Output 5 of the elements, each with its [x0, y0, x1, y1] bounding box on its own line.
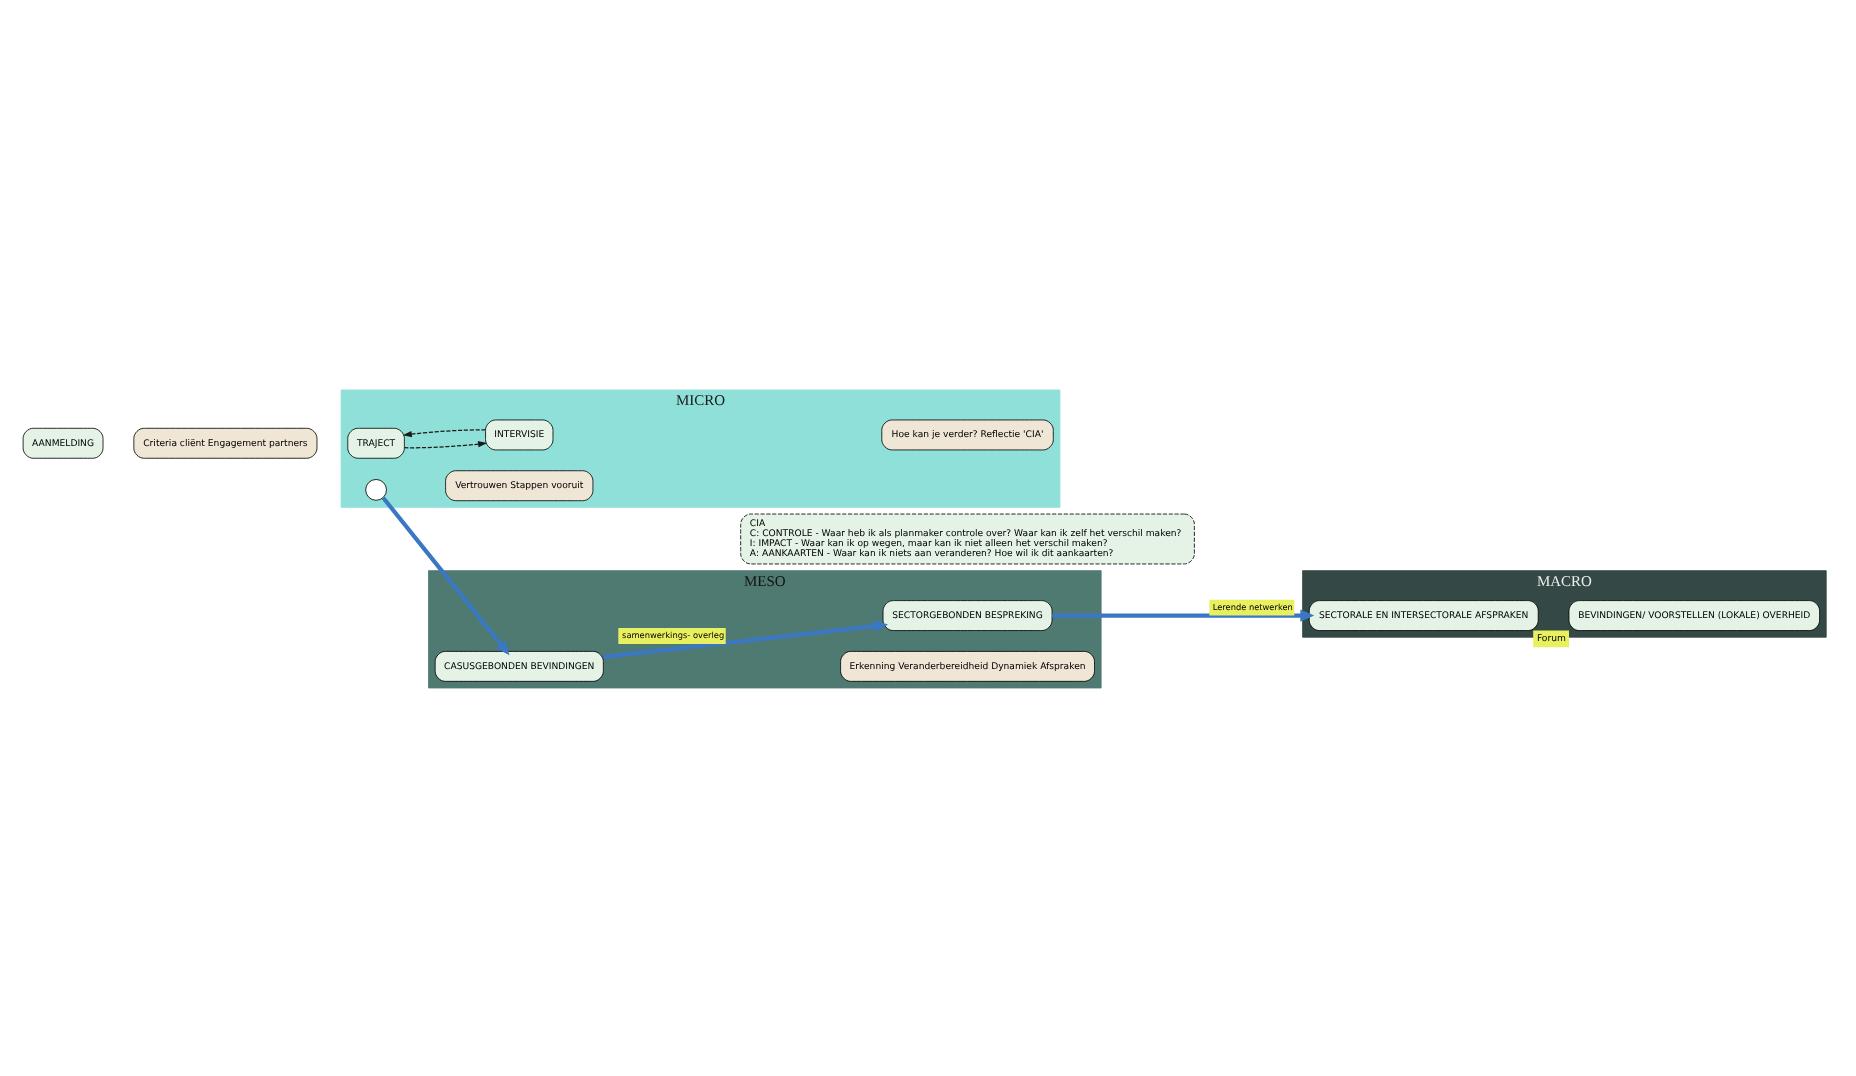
arrow: [403, 439, 488, 448]
arrow: [402, 428, 487, 437]
node-circle: [365, 478, 387, 500]
arrow: [1052, 608, 1315, 621]
arrow: [603, 619, 889, 658]
